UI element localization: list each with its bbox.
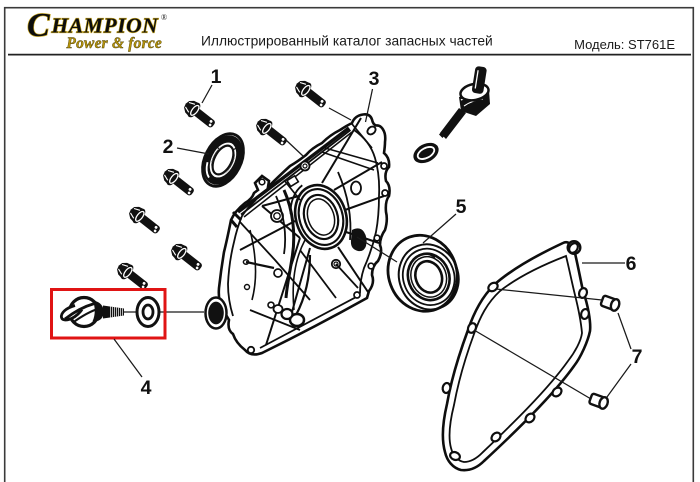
svg-text:HAMPION: HAMPION — [51, 14, 160, 38]
svg-text:®: ® — [161, 13, 167, 22]
svg-text:Иллюстрированный каталог запас: Иллюстрированный каталог запасных частей — [201, 34, 493, 49]
svg-text:6: 6 — [626, 253, 637, 275]
svg-text:5: 5 — [456, 196, 467, 218]
svg-text:3: 3 — [369, 68, 380, 90]
svg-text:7: 7 — [632, 346, 643, 368]
svg-text:C: C — [27, 7, 50, 44]
svg-text:2: 2 — [163, 136, 174, 158]
svg-text:Модель: ST761E: Модель: ST761E — [574, 37, 675, 52]
svg-text:Power & force: Power & force — [66, 35, 162, 52]
svg-text:1: 1 — [211, 66, 222, 88]
svg-text:4: 4 — [141, 377, 152, 399]
